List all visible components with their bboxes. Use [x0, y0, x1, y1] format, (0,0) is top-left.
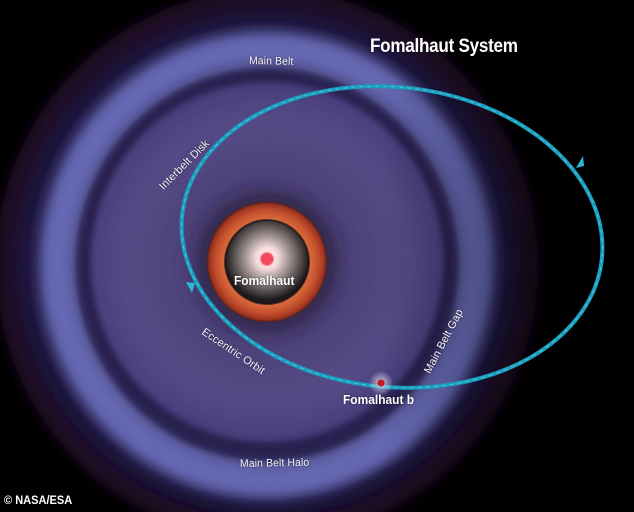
- image-credit: © NASA/ESA: [4, 493, 73, 507]
- orbit-arrow-right-icon: [576, 156, 584, 168]
- planet-fomalhaut-b: [377, 379, 385, 387]
- label-fomalhaut: Fomalhaut: [234, 273, 295, 288]
- diagram-title: Fomalhaut System: [370, 36, 518, 57]
- orbit-arrow-left-icon: [186, 282, 195, 293]
- eccentric-orbit-dashes: [181, 85, 603, 389]
- right-shadow: [380, 0, 634, 512]
- label-main-belt: Main Belt: [248, 55, 294, 68]
- label-main-belt-halo: Main Belt Halo: [239, 456, 310, 470]
- star-fomalhaut: [260, 252, 274, 266]
- inner-ring-edge: [224, 219, 310, 305]
- label-fomalhaut-b: Fomalhaut b: [343, 392, 415, 407]
